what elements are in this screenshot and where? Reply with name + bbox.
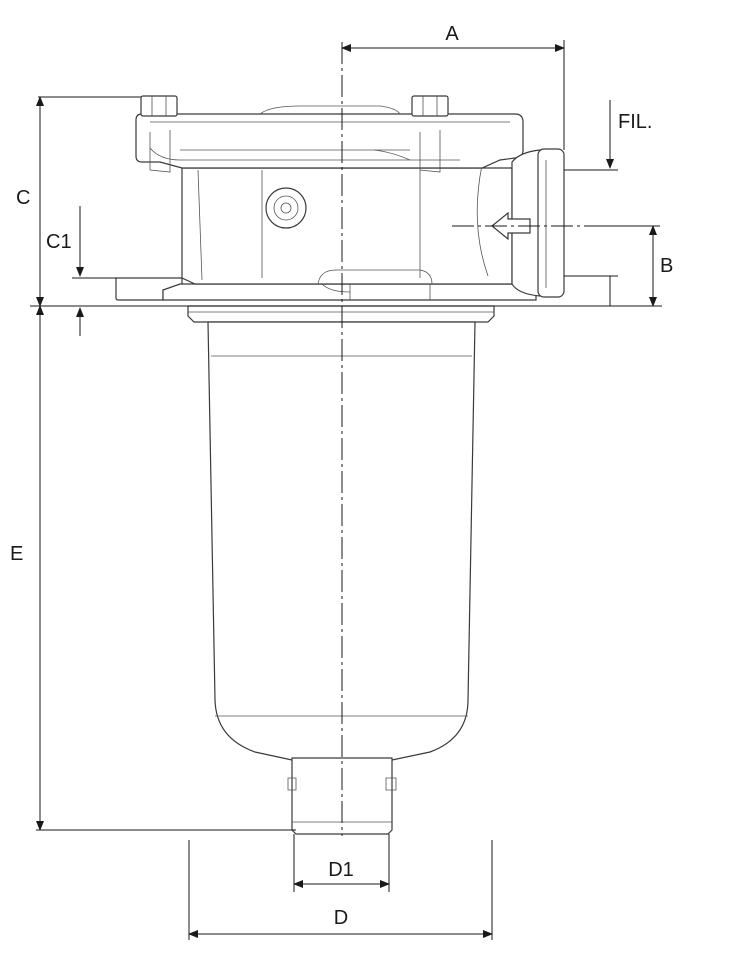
inlet-flange xyxy=(537,148,565,298)
hex-bolt-icon xyxy=(140,95,178,117)
dimension-c: C xyxy=(16,96,141,307)
dimension-fil: FIL. xyxy=(564,100,652,306)
dimension-a: A xyxy=(341,23,565,150)
dimension-d: D xyxy=(188,840,493,940)
dimension-label-fil: FIL. xyxy=(618,111,652,133)
dimension-label-c: C xyxy=(16,187,30,209)
filter-assembly xyxy=(115,95,565,835)
dimension-label-e: E xyxy=(10,543,23,565)
dimension-c1: C1 xyxy=(46,206,116,336)
dimension-b: B xyxy=(600,225,673,307)
dimension-d1: D1 xyxy=(293,834,390,892)
dimension-e: E xyxy=(10,305,296,831)
gauge-port-icon xyxy=(265,187,307,229)
hex-bolt-icon xyxy=(411,95,449,117)
bowl-collar xyxy=(187,305,495,323)
dimension-label-b: B xyxy=(660,255,673,277)
dimension-label-a: A xyxy=(445,23,459,45)
dimension-label-d1: D1 xyxy=(328,859,354,881)
dimension-label-c1: C1 xyxy=(46,231,72,253)
dimension-label-d: D xyxy=(334,907,348,929)
